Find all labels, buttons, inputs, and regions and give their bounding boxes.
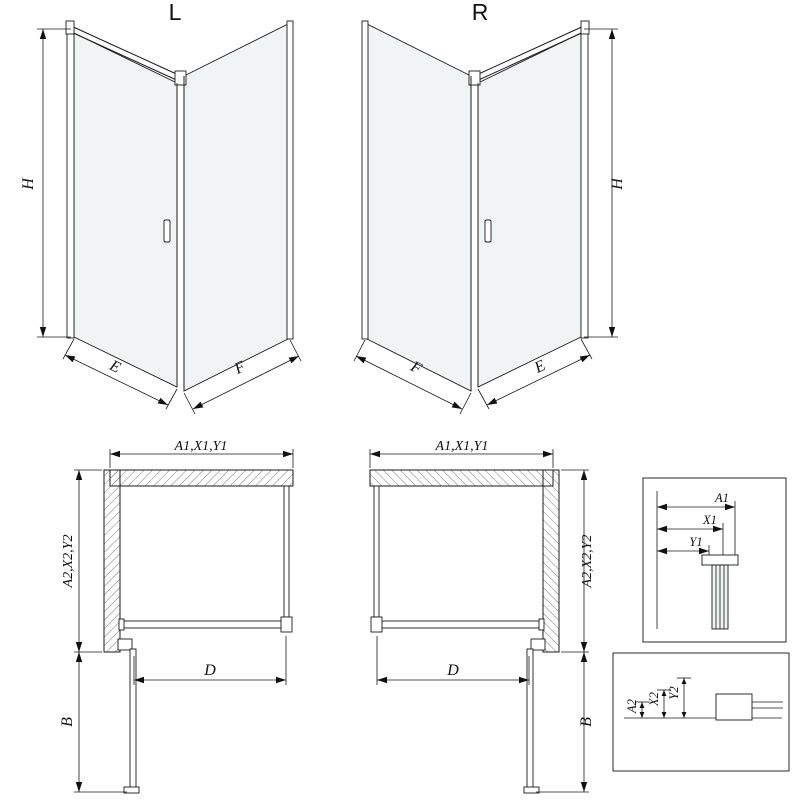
detail-x2-label: X2 <box>647 692 661 707</box>
height-label: H <box>20 177 37 191</box>
detail-x1-label: X1 <box>702 513 717 527</box>
iso-view-right: R H E F <box>330 0 626 430</box>
height-label: H <box>609 177 626 191</box>
wall-fitting <box>701 554 739 566</box>
detail-border <box>642 477 787 643</box>
glass-profile-section <box>715 693 783 721</box>
width-group-label: A1,X1,Y1 <box>174 439 228 454</box>
detail-a1-label: A1 <box>714 491 729 505</box>
detail-a2-label: A2 <box>625 699 639 714</box>
variant-label-left: L <box>169 0 182 25</box>
iso-view-left: L H E F <box>20 0 325 430</box>
door-width-label: E <box>531 357 548 377</box>
dim-x2 <box>657 689 671 718</box>
door-projection-label: B <box>578 717 595 727</box>
plan-left-artwork <box>74 449 293 793</box>
detail-box-width: A1 X1 Y1 <box>642 477 787 643</box>
plan-view-left: A1,X1,Y1 A2,X2,Y2 D B <box>59 439 295 800</box>
detail-y1-label: Y1 <box>689 535 702 549</box>
door-opening-label: D <box>203 662 216 679</box>
detail-box-depth: A2 X2 Y2 <box>612 652 790 772</box>
depth-group-label: A2,X2,Y2 <box>580 535 595 589</box>
plan-view-right: A1,X1,Y1 A2,X2,Y2 D B <box>368 439 595 800</box>
dim-y1 <box>657 545 710 555</box>
iso-left-artwork <box>37 21 301 414</box>
depth-group-label: A2,X2,Y2 <box>61 535 76 589</box>
plan-right-artwork <box>370 449 589 793</box>
side-width-label: F <box>231 358 248 378</box>
dim-a1 <box>657 501 736 555</box>
iso-right-artwork <box>354 21 618 414</box>
door-width-label: E <box>106 357 123 377</box>
width-group-label: A1,X1,Y1 <box>435 439 489 454</box>
glass-profile-section <box>701 554 739 630</box>
door-profile-block <box>715 693 753 721</box>
dim-a2 <box>635 701 649 718</box>
door-opening-label: D <box>446 662 459 679</box>
variant-label-right: R <box>472 0 489 25</box>
door-projection-label: B <box>59 717 76 727</box>
dim-y2 <box>677 677 691 718</box>
detail-y2-label: Y2 <box>667 686 681 699</box>
detail-border <box>612 652 790 772</box>
dim-x1 <box>657 523 724 555</box>
